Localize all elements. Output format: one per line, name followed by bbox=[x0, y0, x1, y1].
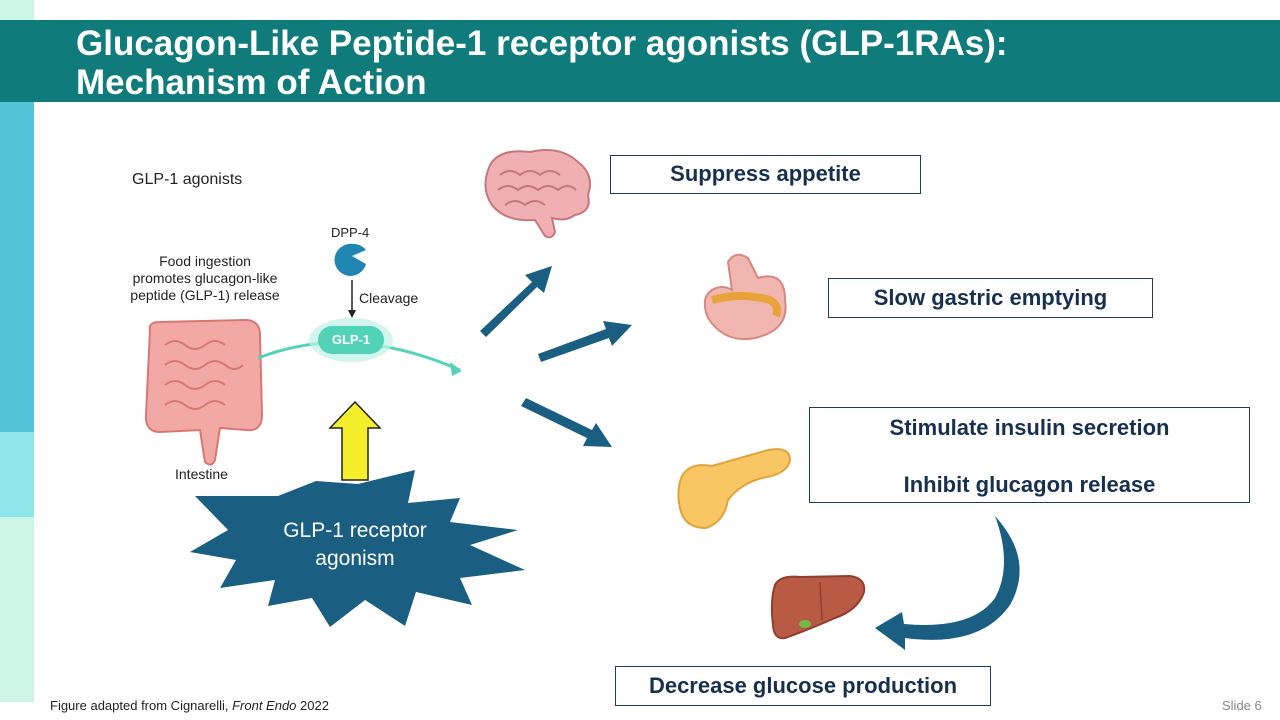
yellow-up-arrow bbox=[328, 400, 382, 481]
food-ingestion-text: Food ingestion promotes glucagon-like pe… bbox=[130, 253, 280, 303]
cleavage-arrowhead bbox=[348, 310, 356, 318]
top-left-accent bbox=[0, 0, 34, 20]
agonism-starburst bbox=[190, 470, 525, 627]
decrease-glucose-box: Decrease glucose production bbox=[615, 666, 991, 706]
inhibit-glucagon-text: Inhibit glucagon release bbox=[903, 472, 1156, 497]
agonism-line1: GLP-1 receptor bbox=[283, 519, 427, 542]
glp1-pill-label: GLP-1 bbox=[331, 332, 371, 347]
suppress-appetite-text: Suppress appetite bbox=[670, 161, 861, 186]
citation-prefix: Figure adapted from Cignarelli, bbox=[50, 698, 233, 713]
panel-title: GLP-1 agonists bbox=[132, 171, 243, 188]
stomach-icon bbox=[703, 253, 787, 340]
slow-gastric-text: Slow gastric emptying bbox=[873, 285, 1108, 310]
side-accent-strip bbox=[0, 102, 34, 702]
intestine-icon bbox=[144, 318, 264, 466]
citation-year: 2022 bbox=[296, 698, 329, 713]
effect-arrows bbox=[480, 266, 632, 447]
arrow-to-stomach bbox=[538, 321, 632, 362]
insulin-glucagon-box: Stimulate insulin secretion Inhibit gluc… bbox=[809, 407, 1250, 503]
arrow-to-brain bbox=[480, 266, 552, 337]
slide-title: Glucagon-Like Peptide-1 receptor agonist… bbox=[76, 24, 1256, 102]
decrease-glucose-text: Decrease glucose production bbox=[648, 673, 958, 698]
slide-title-line2: Mechanism of Action bbox=[76, 63, 427, 102]
dpp4-pacman-icon bbox=[334, 243, 366, 276]
slide-title-line1: Glucagon-Like Peptide-1 receptor agonist… bbox=[76, 24, 1008, 63]
pancreas-icon bbox=[677, 448, 792, 530]
curved-arrow-to-liver bbox=[875, 516, 1020, 650]
agonism-label: GLP-1 receptor agonism bbox=[255, 517, 455, 573]
glp1-flow-arrowhead bbox=[450, 362, 462, 376]
intestine-label: Intestine bbox=[175, 466, 228, 482]
glp1-pill bbox=[318, 326, 384, 354]
citation-journal: Front Endo bbox=[232, 698, 297, 713]
title-bar bbox=[0, 20, 1280, 102]
dpp4-label: DPP-4 bbox=[331, 225, 370, 240]
agonism-line2: agonism bbox=[315, 547, 395, 570]
citation: Figure adapted from Cignarelli, Front En… bbox=[50, 698, 329, 713]
stimulate-insulin-text: Stimulate insulin secretion bbox=[889, 415, 1170, 440]
cleavage-label: Cleavage bbox=[359, 290, 419, 306]
arrow-to-pancreas bbox=[521, 398, 612, 447]
suppress-appetite-box: Suppress appetite bbox=[610, 155, 921, 194]
slow-gastric-box: Slow gastric emptying bbox=[828, 278, 1153, 318]
brain-icon bbox=[484, 149, 591, 239]
liver-icon bbox=[770, 574, 866, 640]
slide-number: Slide 6 bbox=[1222, 698, 1262, 713]
